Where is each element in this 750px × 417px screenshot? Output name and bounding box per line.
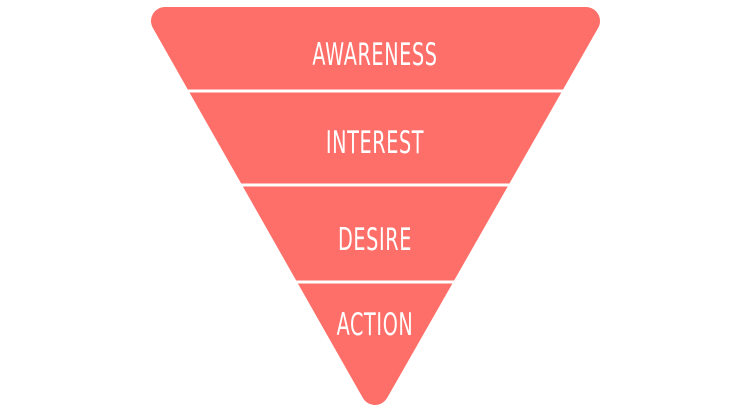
stage-label-interest: INTEREST <box>326 125 424 161</box>
stage-label-awareness: AWARENESS <box>312 37 437 73</box>
stage-label-action: ACTION <box>337 307 414 343</box>
stage-label-desire: DESIRE <box>338 222 412 258</box>
funnel-shape <box>151 7 600 405</box>
